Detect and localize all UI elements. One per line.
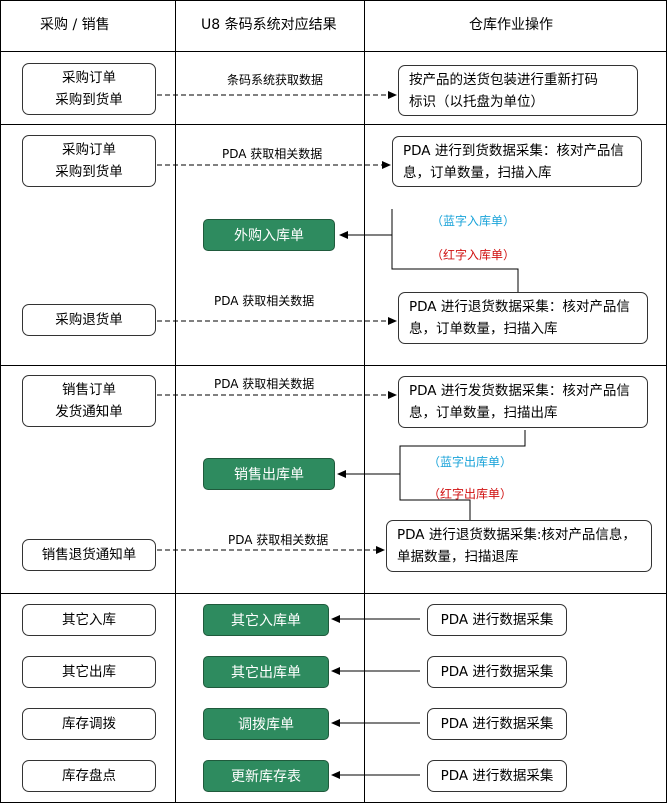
other-inbound-slip: 其它入库单 <box>203 604 329 636</box>
red-outbound-label: （红字出库单） <box>428 487 513 501</box>
arrow-label: PDA 获取相关数据 <box>228 533 329 547</box>
other-outbound-box: 其它出库 <box>22 656 156 688</box>
header-col3: 仓库作业操作 <box>469 17 553 33</box>
section-divider-1 <box>0 124 667 125</box>
pda-collection-box: PDA 进行数据采集 <box>427 604 567 636</box>
column-divider-2 <box>364 0 365 803</box>
transfer-slip: 调拨库单 <box>203 708 329 740</box>
other-outbound-slip: 其它出库单 <box>203 656 329 688</box>
pda-collection-box: PDA 进行数据采集 <box>427 708 567 740</box>
arrow-label: PDA 获取相关数据 <box>214 377 315 391</box>
receiving-collection-box: PDA 进行到货数据采集：核对产品信息，订单数量，扫描入库 <box>392 136 642 187</box>
pda-collection-box: PDA 进行数据采集 <box>427 760 567 792</box>
stocktake-box: 库存盘点 <box>22 760 156 792</box>
bracket-sec3 <box>399 430 526 520</box>
section-divider-2 <box>0 365 667 366</box>
header-col1: 采购 / 销售 <box>40 17 110 33</box>
column-divider-1 <box>175 0 176 803</box>
return-collection-box: PDA 进行退货数据采集：核对产品信息，订单数量，扫描入库 <box>398 292 648 344</box>
purchase-order-box: 采购订单采购到货单 <box>22 63 156 115</box>
pda-collection-box: PDA 进行数据采集 <box>427 656 567 688</box>
bracket-sec2 <box>391 209 519 298</box>
sales-order-box: 销售订单发货通知单 <box>22 375 156 427</box>
blue-outbound-label: （蓝字出库单） <box>428 455 513 469</box>
other-inbound-box: 其它入库 <box>22 604 156 636</box>
arrow-label: PDA 获取相关数据 <box>222 147 323 161</box>
purchase-order-box-2: 采购订单采购到货单 <box>22 135 156 187</box>
arrow-label: 条码系统获取数据 <box>227 73 324 87</box>
purchase-return-box: 采购退货单 <box>22 304 156 336</box>
header-col2: U8 条码系统对应结果 <box>201 17 337 33</box>
blue-inbound-label: （蓝字入库单） <box>431 214 516 228</box>
sales-return-collection-box: PDA 进行退货数据采集:核对产品信息，单据数量，扫描退库 <box>386 520 652 572</box>
arrow-label: PDA 获取相关数据 <box>214 294 315 308</box>
relabel-box: 按产品的送货包装进行重新打码标识（以托盘为单位） <box>398 65 638 116</box>
section-divider-3 <box>0 593 667 594</box>
sales-return-box: 销售退货通知单 <box>22 539 156 571</box>
transfer-box: 库存调拨 <box>22 708 156 740</box>
update-inventory-slip: 更新库存表 <box>203 760 329 792</box>
red-inbound-label: （红字入库单） <box>431 248 516 262</box>
header-divider <box>0 51 667 52</box>
sales-outbound-slip: 销售出库单 <box>203 458 335 490</box>
purchase-inbound-slip: 外购入库单 <box>203 219 335 251</box>
shipping-collection-box: PDA 进行发货数据采集：核对产品信息，订单数量，扫描出库 <box>398 376 648 428</box>
